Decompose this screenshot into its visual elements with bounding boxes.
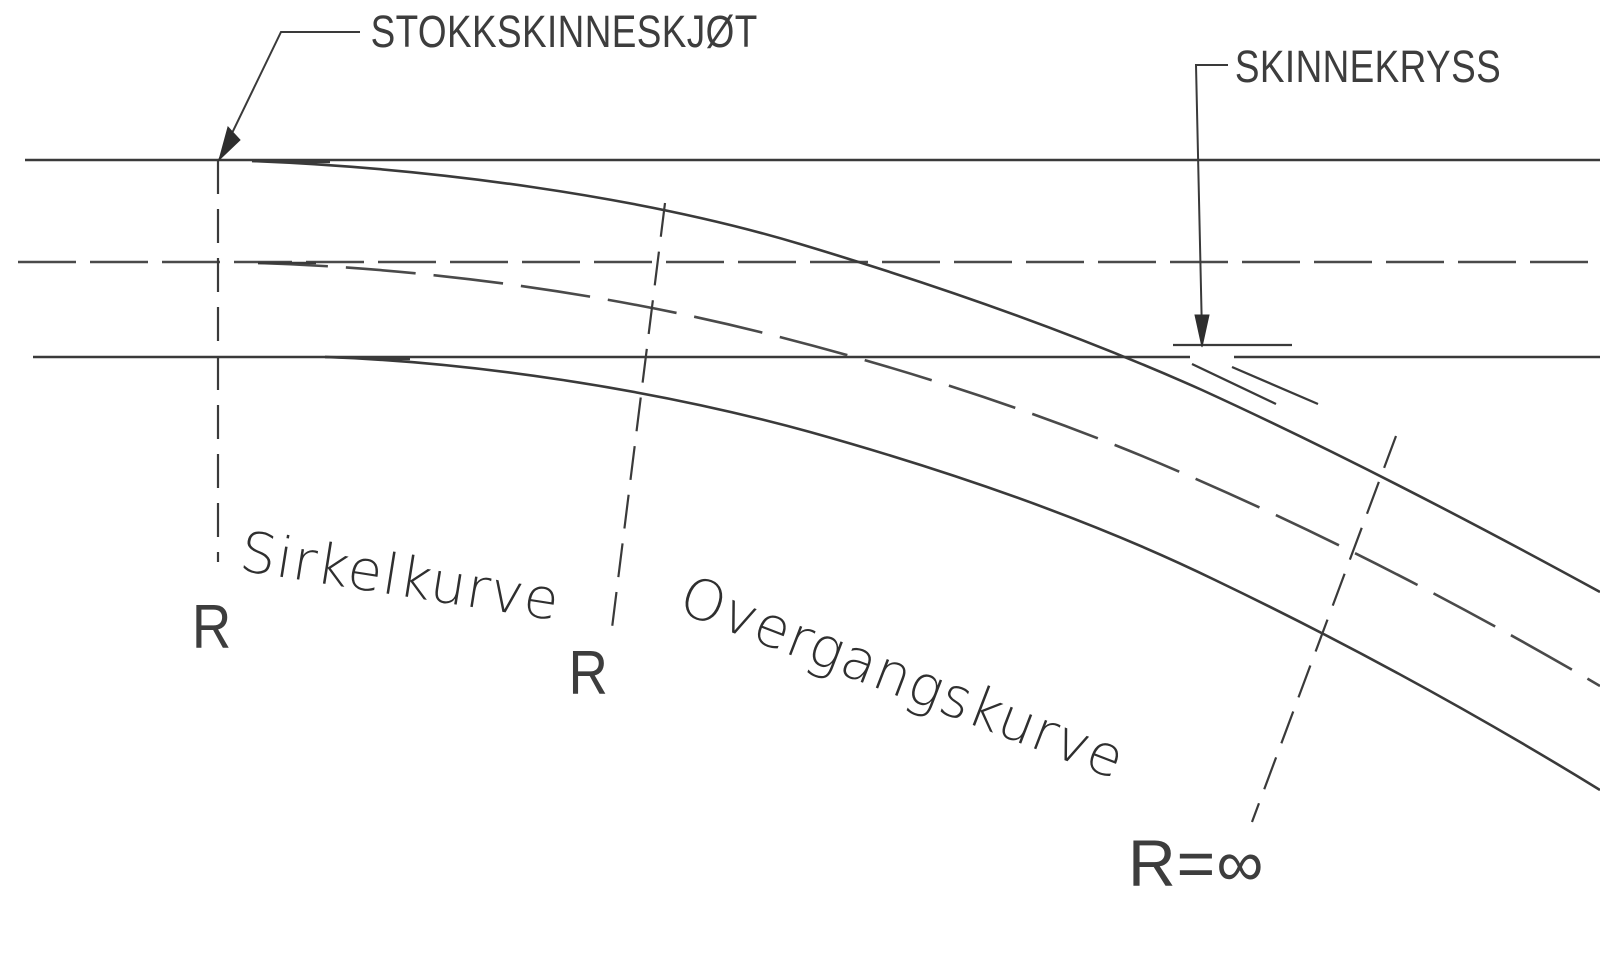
radius-mid-label: R xyxy=(568,639,607,708)
outer-diverging-rail xyxy=(251,159,1600,594)
straight-track-group xyxy=(18,158,1600,359)
radius-infinite-label: R=∞ xyxy=(1128,826,1264,900)
inner-diverging-rail xyxy=(324,355,1600,792)
lower-switch-blade xyxy=(324,355,411,361)
leader-group xyxy=(218,31,1228,348)
radius-left-label: R xyxy=(192,593,231,662)
radial-line-2 xyxy=(610,202,667,629)
circular-curve-label: Sirkelkurve xyxy=(236,520,565,635)
crossing-leader-arrowhead xyxy=(1194,314,1210,348)
upper-switch-blade xyxy=(251,159,331,164)
crossing-check-rail xyxy=(1191,362,1277,406)
crossing-label: SKINNEKRYSS xyxy=(1235,42,1501,92)
rail-joint-label: STOKKSKINNESKJØT xyxy=(371,7,758,57)
rail-joint-leader-line xyxy=(218,31,360,161)
crossing-leader-line xyxy=(1194,64,1228,335)
diverging-track-centerline xyxy=(257,261,1600,688)
crossing-assembly-group xyxy=(1173,343,1319,406)
switch-blade-group xyxy=(251,159,411,361)
crossing-nose-vee xyxy=(1231,365,1319,406)
text-label-group: STOKKSKINNESKJØT SKINNEKRYSS Sirkelkurve… xyxy=(192,7,1501,900)
diverging-track-group xyxy=(251,159,1600,792)
radial-line-3 xyxy=(1250,435,1398,823)
radial-marker-group xyxy=(216,160,1398,823)
transition-curve-label: Overgangskurve xyxy=(671,563,1134,792)
rail-joint-leader-arrowhead xyxy=(218,125,241,162)
